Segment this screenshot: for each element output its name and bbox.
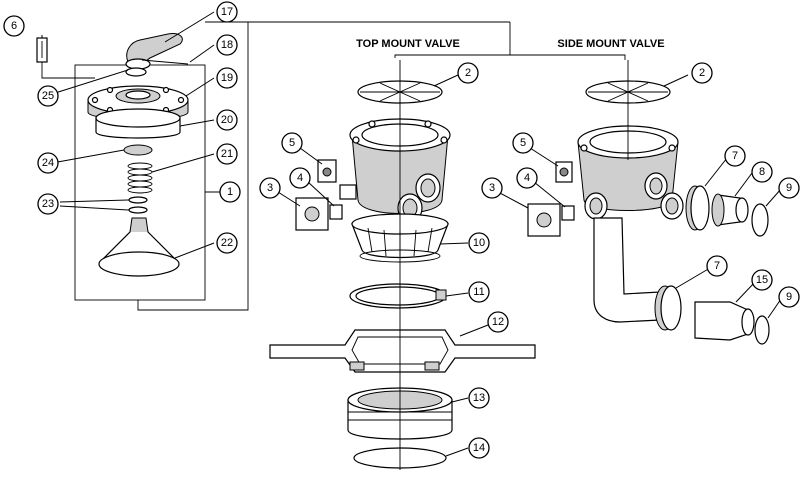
svg-text:1: 1 [227,186,233,198]
washer-part-23b [128,206,148,214]
callout-18: 18 [216,34,238,56]
svg-text:25: 25 [42,90,54,102]
screw-part-6 [36,37,48,63]
clamp-ring-part [349,283,447,309]
svg-text:24: 24 [42,157,54,169]
side-valve-body [577,125,684,220]
svg-text:7: 7 [732,150,738,162]
svg-text:7: 7 [714,260,720,272]
callout-6: 6 [3,15,25,37]
top-valve-body [339,118,451,223]
rotor-gasket-part [95,108,181,139]
callout-21: 21 [216,143,238,165]
svg-text:9: 9 [786,182,792,194]
callout-side-9a: 9 [778,177,800,199]
callout-side-9b: 9 [778,286,800,308]
washer-part-23a [128,196,148,204]
top-gauge-parts [295,159,343,231]
svg-text:3: 3 [489,182,495,194]
svg-text:13: 13 [473,392,485,404]
callout-side-7b: 7 [706,255,728,277]
svg-text:2: 2 [465,67,471,79]
callout-25: 25 [37,85,59,107]
leader-lines [41,11,782,457]
side-mount-valve-assembly [527,60,770,345]
callout-24: 24 [37,152,59,174]
callout-side-2: 2 [691,62,713,84]
callout-13: 13 [468,387,490,409]
o-ring-upper-part [751,203,769,237]
callout-side-3: 3 [481,177,503,199]
svg-text:5: 5 [289,137,295,149]
top-mount-valve-title: TOP MOUNT VALVE [356,38,460,50]
callout-side-8: 8 [751,161,773,183]
callout-side-4: 4 [516,167,538,189]
diffuser-base-part [98,217,180,277]
callout-22: 22 [216,232,238,254]
mounting-plate-part [269,329,536,373]
washer-part-25 [125,67,147,77]
callout-12: 12 [487,311,509,333]
svg-text:19: 19 [221,72,233,84]
handle-part [125,33,183,70]
callout-20: 20 [216,109,238,131]
svg-text:17: 17 [221,6,233,18]
top-mount-valve-assembly [269,60,536,470]
svg-text:5: 5 [520,137,526,149]
callout-top-4: 4 [289,167,311,189]
callout-17: 17 [216,1,238,23]
union-nut-lower-part [654,285,682,331]
callout-19: 19 [216,67,238,89]
svg-text:4: 4 [297,172,303,184]
svg-text:10: 10 [473,237,485,249]
spring-part [127,162,153,194]
o-ring-lower-part [754,315,770,345]
callout-side-5: 5 [512,132,534,154]
svg-text:22: 22 [221,237,233,249]
svg-text:12: 12 [492,316,504,328]
svg-text:11: 11 [473,286,484,298]
callout-11: 11 [468,281,490,303]
side-gauge-parts [527,161,575,237]
callout-top-3: 3 [259,177,281,199]
side-pipe-part [593,217,661,323]
callout-10: 10 [468,232,490,254]
svg-text:15: 15 [756,274,768,286]
svg-text:3: 3 [267,182,273,194]
valve-head-assembly [36,33,189,277]
svg-text:6: 6 [11,20,17,32]
callout-23: 23 [37,193,59,215]
callout-14: 14 [468,437,490,459]
callout-top-2: 2 [457,62,479,84]
callout-top-5: 5 [281,132,303,154]
svg-text:4: 4 [524,172,530,184]
svg-text:8: 8 [759,166,765,178]
svg-text:20: 20 [221,114,233,126]
union-nut-upper-part [685,185,710,231]
callout-side-7a: 7 [724,145,746,167]
callout-15: 15 [751,269,773,291]
svg-text:14: 14 [473,442,485,454]
handle-pin-part [141,59,189,65]
svg-text:21: 21 [221,148,233,160]
side-mount-valve-title: SIDE MOUNT VALVE [557,38,664,50]
callout-1: 1 [219,181,241,203]
svg-text:18: 18 [221,39,233,51]
svg-text:23: 23 [42,198,54,210]
lower-tailpiece-part [694,301,755,341]
svg-text:2: 2 [699,67,705,79]
svg-text:9: 9 [786,291,792,303]
tailpiece-part [711,193,749,227]
o-ring-part-24 [123,144,153,156]
